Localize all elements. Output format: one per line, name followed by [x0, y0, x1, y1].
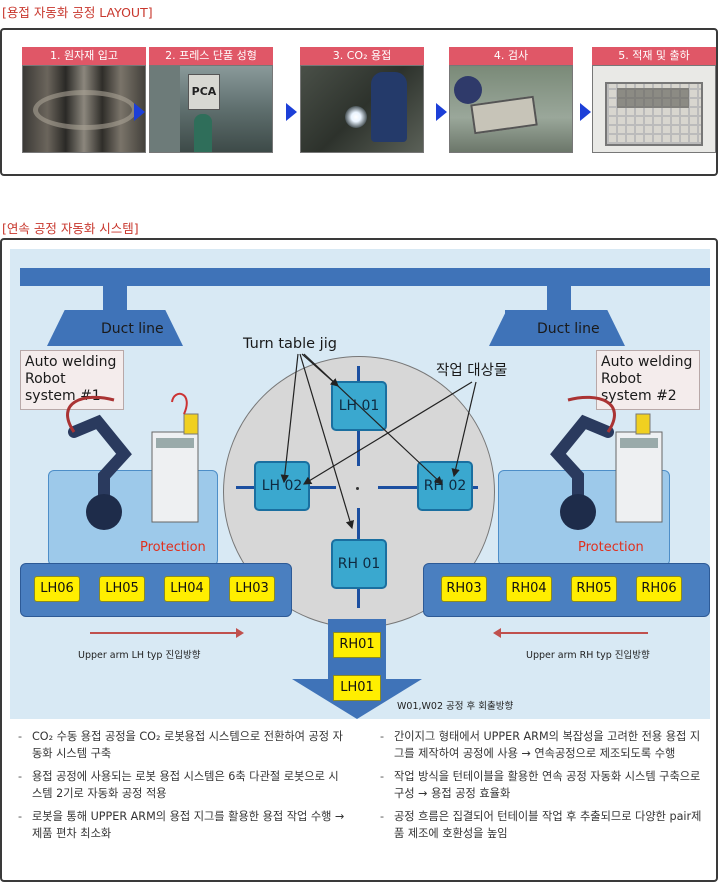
jig-tag-rh05: RH05 [571, 576, 617, 602]
bullet-item: 공정 흐름은 집결되어 턴테이블 작업 후 추출되므로 다양한 pair제품 제… [380, 808, 710, 842]
press-forming-photo: PCA [149, 65, 273, 153]
lh-entry-arrow [90, 632, 238, 634]
process-step-3: 3. CO₂ 용접 [300, 47, 424, 153]
jig-lh01: LH 01 [331, 381, 387, 431]
press-sign: PCA [188, 74, 220, 110]
jig-rh02: RH 02 [417, 461, 473, 511]
jig-tag-lh04: LH04 [164, 576, 210, 602]
jig-rh01: RH 01 [331, 539, 387, 589]
output-tag-rh01: RH01 [333, 632, 381, 658]
protection-label-left: Protection [140, 540, 206, 555]
bullet-item: 로봇을 통해 UPPER ARM의 용접 지그를 활용한 용접 작업 수행 → … [18, 808, 346, 842]
flow-arrow-icon [286, 103, 297, 121]
step-label: 5. 적재 및 출하 [592, 47, 716, 65]
lh-entry-direction-text: Upper arm LH typ 진입방향 [78, 650, 201, 661]
robot-system-2-label: Auto welding Robot system #2 [596, 350, 700, 410]
system-frame [0, 238, 718, 882]
bullet-list-left: CO₂ 수동 용접 공정을 CO₂ 로봇용접 시스템으로 전환하여 공정 자동화… [18, 728, 346, 848]
output-direction-text: W01,W02 공정 후 회출방향 [397, 701, 514, 712]
rh-entry-direction-text: Upper arm RH typ 진입방향 [526, 650, 650, 661]
jig-tag-lh06: LH06 [34, 576, 80, 602]
duct-line-label-right: Duct line [537, 321, 600, 337]
turn-table-center [356, 487, 359, 490]
bullet-item: 간이지그 형태에서 UPPER ARM의 복잡성을 고려한 전용 용접 지그를 … [380, 728, 710, 762]
duct-hood-left-shape [47, 310, 183, 346]
jig-tag-rh06: RH06 [636, 576, 682, 602]
duct-stem-left [103, 286, 127, 310]
process-step-1: 1. 원자재 입고 [22, 47, 146, 153]
work-target-label: 작업 대상물 [436, 363, 508, 379]
flow-arrow-icon [134, 103, 145, 121]
step-label: 3. CO₂ 용접 [300, 47, 424, 65]
jig-tag-lh03: LH03 [229, 576, 275, 602]
duct-line-label-left: Duct line [101, 321, 164, 337]
process-step-5: 5. 적재 및 출하 [592, 47, 716, 153]
protection-label-right: Protection [578, 540, 644, 555]
robot-system-1-label: Auto welding Robot system #1 [20, 350, 124, 410]
arrow-left-icon [493, 628, 501, 638]
jig-tag-rh04: RH04 [506, 576, 552, 602]
flow-arrow-icon [436, 103, 447, 121]
jig-lh02: LH 02 [254, 461, 310, 511]
inspection-photo [449, 65, 573, 153]
welding-robot-left [66, 392, 199, 530]
flow-arrow-icon [580, 103, 591, 121]
co2-welding-photo [300, 65, 424, 153]
loading-shipping-photo [592, 65, 716, 153]
duct-bar [20, 268, 710, 286]
step-label: 1. 원자재 입고 [22, 47, 146, 65]
layout-frame [0, 28, 718, 176]
bullet-list-right: 간이지그 형태에서 UPPER ARM의 복잡성을 고려한 전용 용접 지그를 … [380, 728, 710, 848]
process-step-2: 2. 프레스 단품 성형 PCA [149, 47, 273, 153]
arrow-right-icon [236, 628, 244, 638]
output-tag-lh01: LH01 [333, 675, 381, 701]
rh-entry-arrow [500, 632, 648, 634]
section-title-layout: [용접 자동화 공정 LAYOUT] [2, 5, 153, 20]
jig-tag-lh05: LH05 [99, 576, 145, 602]
step-label: 2. 프레스 단품 성형 [149, 47, 273, 65]
welding-robot-right [550, 395, 663, 530]
turn-table-jig-label: Turn table jig [243, 336, 337, 352]
step-label: 4. 검사 [449, 47, 573, 65]
process-step-4: 4. 검사 [449, 47, 573, 153]
raw-material-photo [22, 65, 146, 153]
duct-stem-right [547, 286, 571, 310]
bullet-item: CO₂ 수동 용접 공정을 CO₂ 로봇용접 시스템으로 전환하여 공정 자동화… [18, 728, 346, 762]
duct-hood-right-shape [489, 310, 625, 346]
bullet-item: 용접 공정에 사용되는 로봇 용접 시스템은 6축 다관절 로봇으로 시스템 2… [18, 768, 346, 802]
bullet-item: 작업 방식을 턴테이블을 활용한 연속 공정 자동화 시스템 구축으로 구성 →… [380, 768, 710, 802]
jig-tag-rh03: RH03 [441, 576, 487, 602]
section-title-system: [연속 공정 자동화 시스템] [2, 221, 139, 236]
